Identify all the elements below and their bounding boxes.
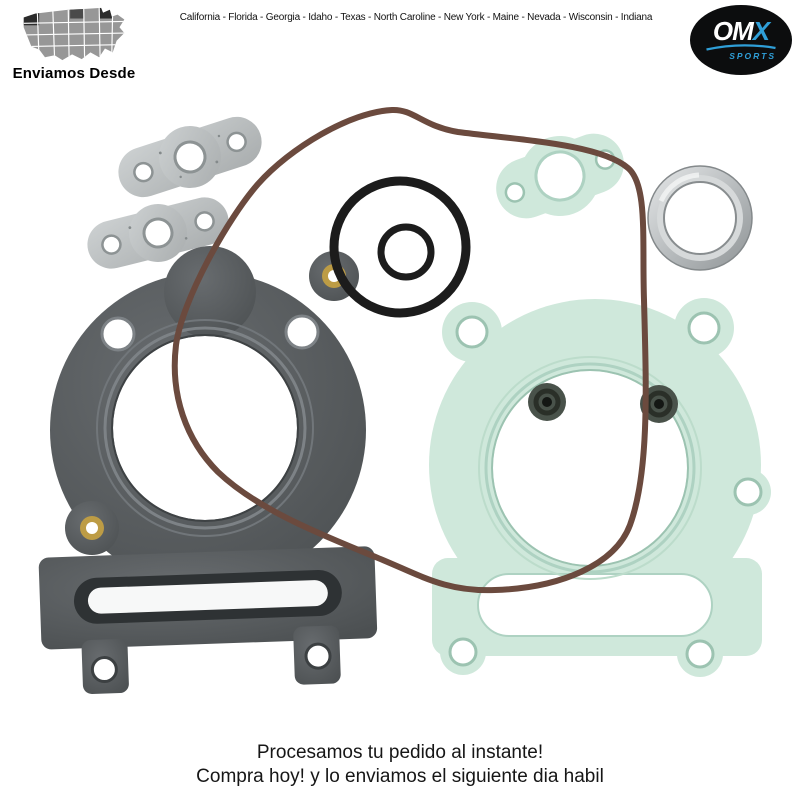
logo-sub-text: SPORTS: [729, 50, 776, 61]
valve-cover-oring-brown: [171, 106, 649, 594]
us-map-graphic: [23, 7, 125, 61]
cylinder-head-gasket: [38, 246, 378, 694]
header-band: Enviamos Desde California - Florida - Ge…: [0, 0, 800, 100]
oring-large-black: [329, 176, 471, 318]
metal-plate-gasket-1: [118, 116, 262, 198]
exhaust-flange-gasket-mint: [496, 133, 624, 219]
cylinder-base-gasket-mint: [429, 298, 771, 677]
logo-swoosh-graphic: [706, 43, 776, 51]
valve-stem-seal-1: [528, 383, 566, 421]
ships-from-label: Enviamos Desde: [12, 65, 136, 82]
ships-from-block: Enviamos Desde: [8, 4, 140, 90]
footer-line-2: Compra hoy! y lo enviamos el siguiente d…: [196, 766, 604, 787]
exhaust-ring-gasket-silver: [647, 165, 753, 271]
footer-promo: Procesamos tu pedido al instante! Compra…: [0, 742, 800, 790]
logo-brand-text: OMX: [712, 15, 770, 46]
omx-sports-logo: OMX SPORTS: [690, 5, 792, 75]
gold-grommet: [80, 516, 104, 540]
footer-line-1: Procesamos tu pedido al instante!: [256, 742, 544, 763]
metal-plate-gasket-2: [87, 197, 229, 269]
oring-small-black: [377, 223, 435, 281]
shipping-states-text: California - Florida - Georgia - Idaho -…: [179, 12, 653, 23]
